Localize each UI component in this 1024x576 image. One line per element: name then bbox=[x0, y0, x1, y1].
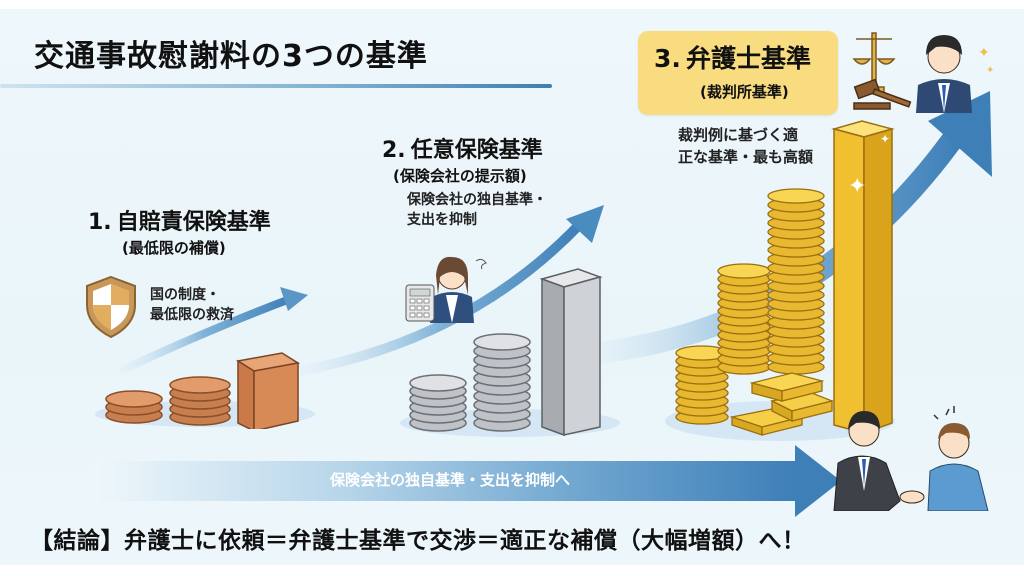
standard-1-number: 1. bbox=[88, 210, 112, 235]
svg-text:✦: ✦ bbox=[986, 65, 994, 76]
standard-3-name: 弁護士基準 bbox=[686, 44, 812, 73]
standard-2-heading: 2. 任意保険基準 bbox=[382, 132, 543, 164]
standard-2-subtitle: (保険会社の提示額) bbox=[393, 167, 527, 185]
page-title: 交通事故慰謝料の3つの基準 bbox=[34, 39, 428, 74]
silver-coins-stack-icon bbox=[409, 268, 603, 437]
lawyer-scales-gavel-icon: ✦ ✦ bbox=[852, 32, 994, 113]
standard-3-note: 裁判例に基づく適 正な基準・最も高額 bbox=[678, 126, 814, 166]
standard-3-badge bbox=[638, 31, 838, 115]
standard-1-heading: 1. 自賠責保険基準 bbox=[88, 204, 271, 236]
infographic-canvas: 交通事故慰謝料の3つの基準 1. 自賠責保険基準 (最低限の補償) 国の制度 bbox=[0, 9, 1024, 565]
standard-1-note: 国の制度・ 最低限の救済 bbox=[150, 287, 234, 323]
title-underline bbox=[0, 84, 552, 88]
bottom-arrow-label: 保険会社の独自基準・支出を抑制へ bbox=[330, 471, 571, 489]
conclusion-text: 【結論】弁護士に依頼＝弁護士基準で交渉＝適正な補償（大幅増額）へ！ bbox=[30, 528, 806, 554]
svg-text:✦: ✦ bbox=[978, 45, 990, 61]
svg-text:✦: ✦ bbox=[880, 132, 890, 146]
svg-text:✦: ✦ bbox=[848, 174, 866, 199]
insurance-agent-calculator-icon bbox=[405, 256, 487, 323]
standard-1-name: 自賠責保険基準 bbox=[116, 210, 271, 235]
shield-icon bbox=[86, 275, 136, 339]
lawyer-client-handshake-icon bbox=[833, 406, 989, 511]
standard-2-name: 任意保険基準 bbox=[410, 138, 543, 163]
gold-coins-bars-icon: ✦ ✦ bbox=[675, 120, 895, 436]
standard-3-heading: 3. 弁護士基準 bbox=[654, 39, 811, 75]
standard-2-note: 保険会社の独自基準・ 支出を抑制 bbox=[407, 192, 547, 228]
standard-1-subtitle: (最低限の補償) bbox=[122, 239, 226, 257]
copper-coins-stack-icon bbox=[105, 352, 301, 429]
bottom-arrow-bar bbox=[95, 461, 795, 501]
standard-3-subtitle: (裁判所基準) bbox=[700, 83, 789, 101]
standard-3-number: 3. bbox=[654, 44, 681, 73]
bottom-arrow-head-icon bbox=[795, 445, 841, 517]
standard-2-number: 2. bbox=[382, 138, 406, 163]
